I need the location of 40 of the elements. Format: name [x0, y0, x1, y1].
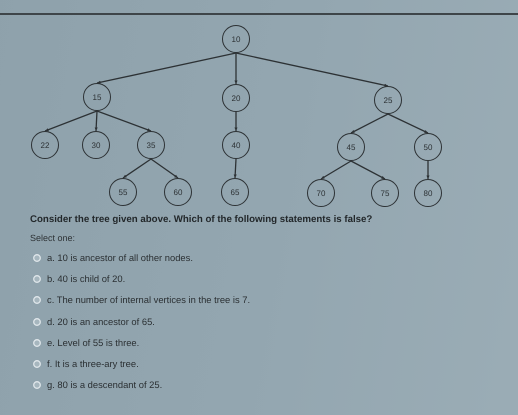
tree-edge-arrow	[426, 161, 430, 179]
tree-node: 70	[307, 179, 335, 207]
tree-edge-arrow	[236, 52, 388, 87]
answer-option-text: g. 80 is a descendant of 25.	[47, 379, 162, 392]
tree-node: 22	[31, 131, 59, 159]
tree-node: 10	[222, 25, 250, 53]
tree-node: 20	[222, 84, 250, 112]
question-text: Consider the tree given above. Which of the following statements is false?	[30, 214, 372, 226]
answer-option-text: b. 40 is child of 20.	[47, 273, 126, 286]
tree-node: 75	[371, 179, 399, 207]
tree-node: 55	[109, 178, 137, 206]
tree-node: 60	[164, 178, 192, 206]
answer-option-text: c. The number of internal vertices in the tree is 7.	[47, 294, 250, 306]
tree-node: 30	[82, 131, 110, 159]
tree-node: 15	[83, 83, 111, 111]
tree-node: 65	[221, 178, 249, 206]
tree-node: 50	[414, 133, 442, 161]
tree-edge-arrow	[150, 158, 178, 179]
instruction-text: Select one:	[30, 232, 76, 244]
tree-edge-arrow	[122, 158, 152, 179]
tree-node: 35	[137, 131, 165, 159]
tree-node: 45	[337, 133, 365, 161]
tree-edge-arrow	[96, 110, 152, 132]
tree-node: 25	[374, 86, 402, 114]
answer-option-text: a. 10 is ancestor of all other nodes.	[47, 252, 193, 264]
tree-edge-arrow	[234, 112, 238, 131]
tree-edge-arrow	[234, 158, 237, 178]
tree-edge-arrow	[388, 113, 428, 134]
tree-edge-arrow	[94, 110, 98, 132]
tree-node: 80	[414, 179, 442, 207]
tree-edge-arrow	[234, 53, 238, 84]
tree-node: 40	[222, 131, 250, 159]
tree-edge-arrow	[44, 110, 98, 132]
tree-edge-arrow	[320, 160, 352, 180]
answer-option-text: e. Level of 55 is three.	[47, 336, 140, 349]
tree-edge-arrow	[96, 52, 236, 84]
tree-edge-arrow	[350, 160, 386, 180]
answer-option-text: f. It is a three-ary tree.	[47, 358, 139, 370]
tree-edge-arrow	[350, 113, 388, 134]
answer-option-text: d. 20 is an ancestor of 65.	[47, 316, 155, 328]
